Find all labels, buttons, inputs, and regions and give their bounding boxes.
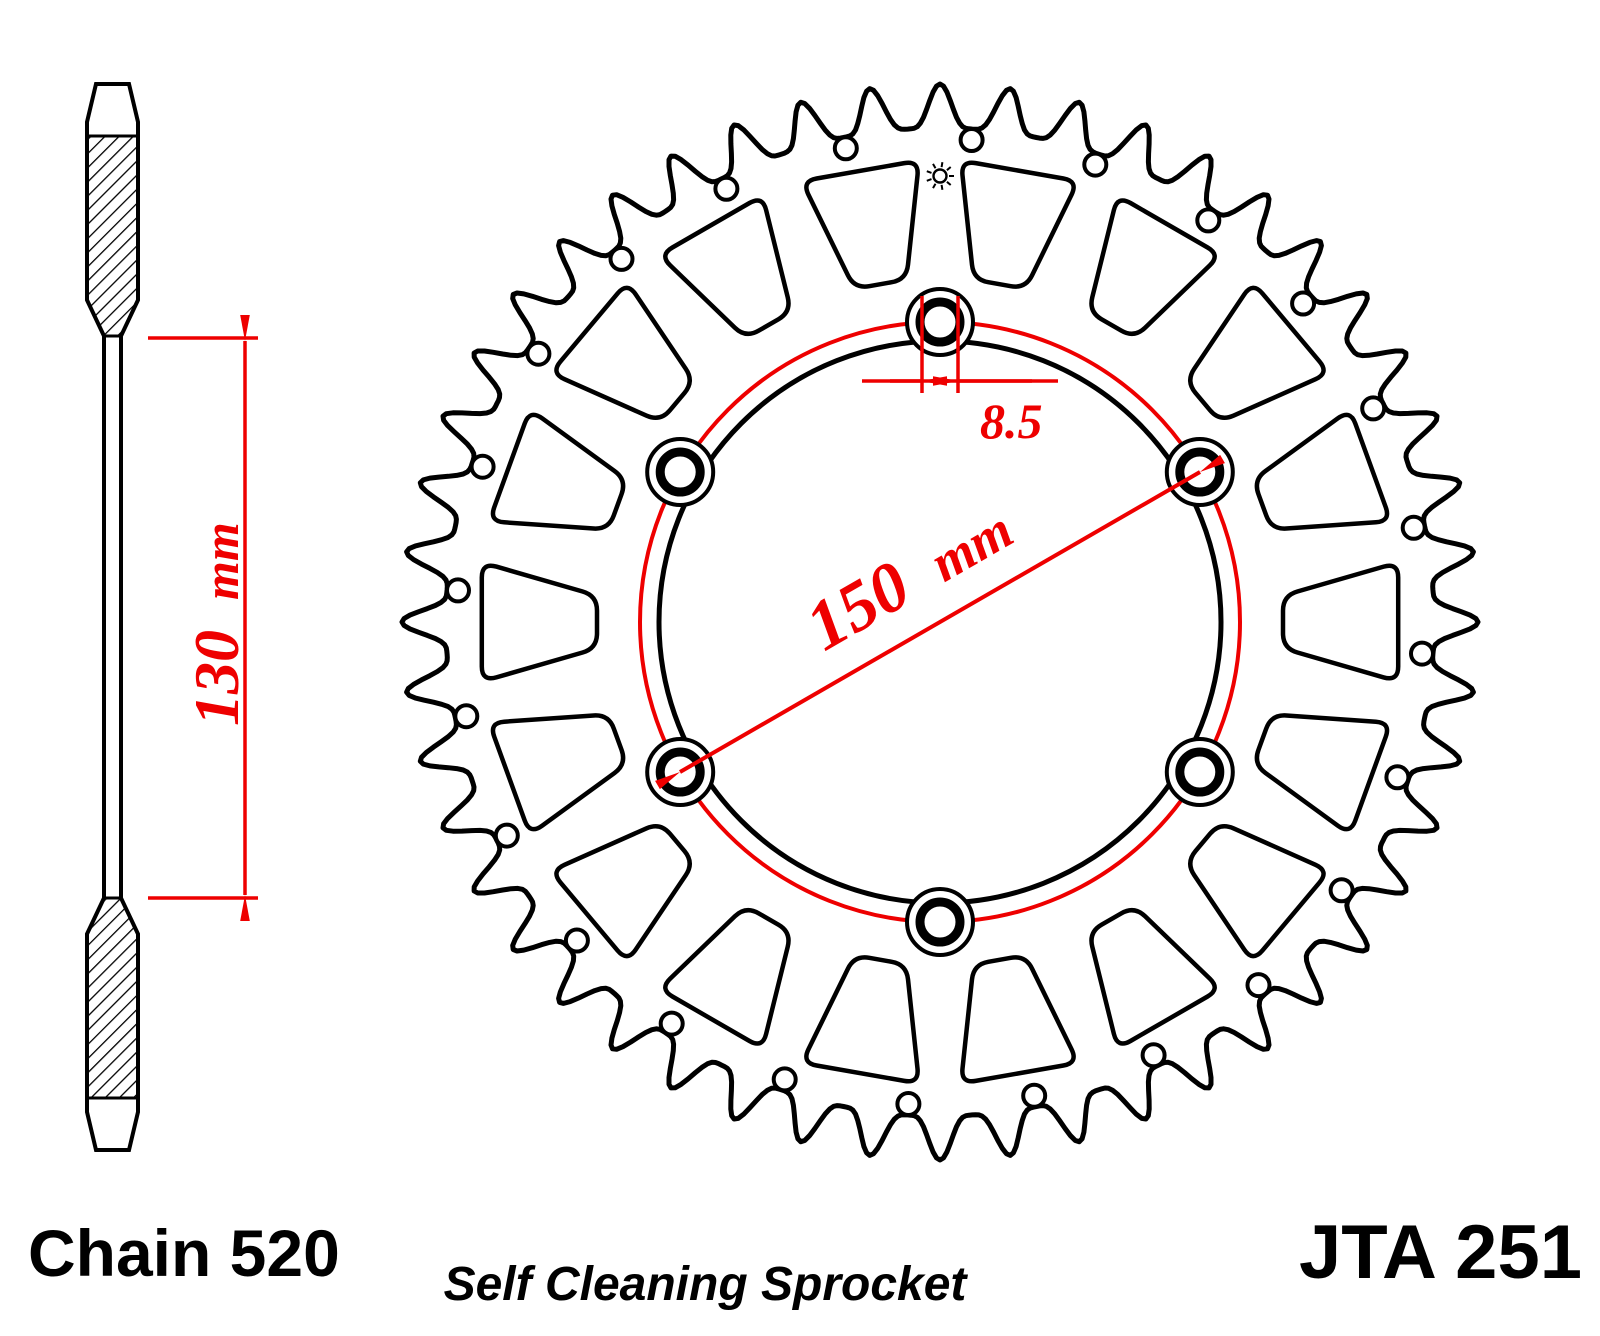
side-view-hatch-top <box>85 134 140 338</box>
laser-mark-ray <box>940 184 944 190</box>
lightening-slot <box>960 160 1076 289</box>
lightening-slot <box>663 907 791 1046</box>
lightening-slot <box>554 823 692 959</box>
rim-hole <box>469 453 496 480</box>
laser-mark-ray <box>946 181 952 186</box>
lightening-slot <box>490 412 626 531</box>
lightening-slot <box>1089 198 1217 337</box>
lightening-slot <box>479 563 600 681</box>
dim-130-value: 130 <box>181 630 252 726</box>
bolt-hole <box>915 897 965 947</box>
rim-hole <box>493 822 520 849</box>
laser-mark-ray <box>940 162 944 168</box>
rim-hole <box>1409 640 1435 667</box>
lightening-slots <box>479 160 1401 1084</box>
rim-hole <box>658 1010 685 1037</box>
lightening-slot <box>1254 713 1390 832</box>
part-number-label: JTA 251 <box>1299 1210 1582 1295</box>
dim-line-150 <box>655 454 1225 790</box>
lightening-slot <box>1188 285 1326 421</box>
rim-hole <box>1360 395 1387 422</box>
dim-130-unit: mm <box>193 522 249 600</box>
rim-hole <box>563 927 590 954</box>
laser-mark-ray <box>926 170 932 174</box>
sprocket-front-view <box>399 81 1481 1163</box>
laser-mark-ray <box>932 163 937 169</box>
bolt-hole <box>915 297 965 347</box>
lightening-slot <box>1188 823 1326 959</box>
lightening-slot <box>490 713 626 832</box>
rim-hole <box>1021 1082 1048 1109</box>
rim-hole <box>771 1066 798 1093</box>
rim-hole <box>1384 764 1411 791</box>
laser-mark-ray <box>932 183 937 189</box>
dim-label-85: 8.5 <box>980 393 1043 449</box>
rim-hole <box>1400 514 1427 541</box>
laser-mark-ray <box>946 166 952 171</box>
rim-hole <box>453 703 480 730</box>
lightening-slot <box>1280 563 1401 681</box>
rim-hole <box>445 577 471 604</box>
lightening-slot <box>663 198 791 337</box>
bolt-hole <box>655 447 705 497</box>
rim-hole <box>525 340 552 367</box>
rim-hole <box>713 175 740 202</box>
rim-hole <box>958 127 985 153</box>
rim-hole <box>1290 290 1317 317</box>
captions: Chain 520 Self Cleaning Sprocket JTA 251 <box>28 1210 1582 1311</box>
rim-hole <box>895 1091 922 1117</box>
rim-holes <box>445 127 1435 1117</box>
lightening-slot <box>554 285 692 421</box>
lightening-slot <box>1254 412 1390 531</box>
bolt-hole <box>1175 747 1225 797</box>
laser-mark-ray <box>926 178 932 182</box>
rim-hole <box>1195 207 1222 234</box>
side-view-hatch-bottom <box>85 896 140 1100</box>
subtitle-label: Self Cleaning Sprocket <box>444 1258 969 1311</box>
lightening-slot <box>804 955 920 1084</box>
dim-label-130: 130 mm <box>181 522 252 726</box>
chain-label: Chain 520 <box>28 1216 340 1290</box>
lightening-slot <box>1089 907 1217 1046</box>
rim-hole <box>608 245 635 272</box>
rim-hole <box>832 135 859 162</box>
laser-mark-core <box>932 168 948 184</box>
laser-mark-icon <box>926 162 954 190</box>
rim-hole <box>1082 151 1109 178</box>
rim-hole <box>1245 972 1272 999</box>
lightening-slot <box>960 955 1076 1084</box>
side-view <box>85 82 140 1152</box>
dimension-lines <box>148 296 1225 921</box>
lightening-slot <box>804 160 920 289</box>
rim-hole <box>1328 877 1355 904</box>
rim-hole <box>1140 1042 1167 1069</box>
